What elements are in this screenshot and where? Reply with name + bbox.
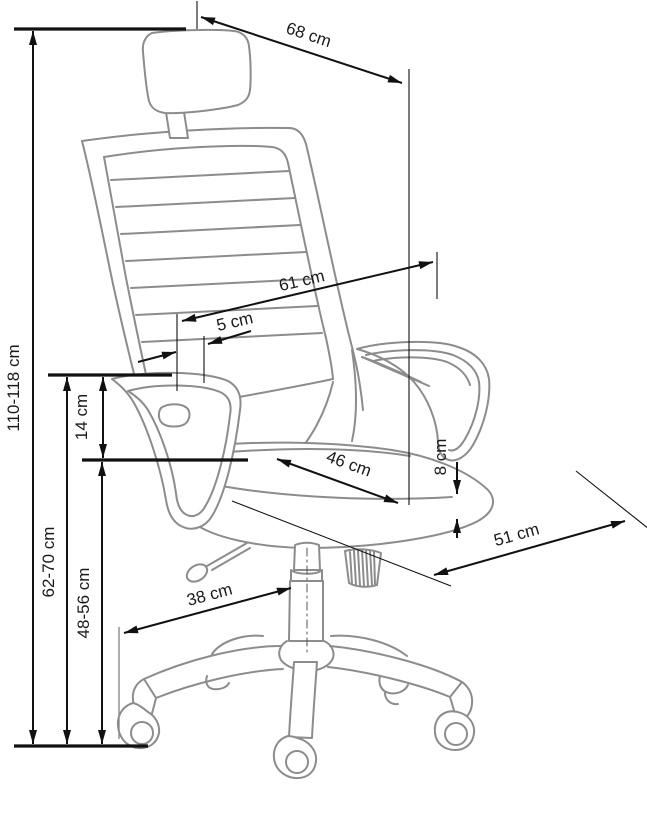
label-seat-depth: 51 cm [492,519,542,550]
label-seat-height: 48-56 cm [74,568,93,639]
label-overall-height: 110-118 cm [4,344,23,431]
casters [116,702,476,780]
label-seat-thickness: 8 cm [431,439,450,476]
dimension-annotations: 68 cm 110-118 cm 61 cm 5 cm 14 cm 62-70 … [4,1,647,748]
dim-frame-offset-b [207,330,252,345]
dim-base-reach [123,587,292,634]
chair-drawing [81,28,495,780]
base-leg-left [143,645,282,680]
base-leg-back-right [330,634,408,657]
base-leg-right [329,645,463,683]
base [131,634,474,739]
ext-seat-depth-right [575,470,647,529]
tension-knob [344,548,382,588]
gas-lift [288,541,324,642]
armrest-left [111,371,242,530]
base-leg-back-left [211,634,264,655]
armrest-right [356,340,491,462]
dim-frame-offset-a [137,351,177,363]
dim-seat-width [276,458,399,504]
tilt-lever [185,542,251,583]
dim-seat-depth [433,520,626,576]
headrest-stem [165,111,189,139]
dim-headrest-span [200,16,403,84]
label-armrest-height: 62-70 cm [39,527,58,598]
dim-backrest-width [181,261,434,322]
headrest [141,28,252,139]
label-armrest-above-seat: 14 cm [72,394,91,440]
base-leg-front [288,661,318,739]
ext-seat-depth-left [231,500,452,587]
label-backrest-width: 61 cm [277,266,326,295]
